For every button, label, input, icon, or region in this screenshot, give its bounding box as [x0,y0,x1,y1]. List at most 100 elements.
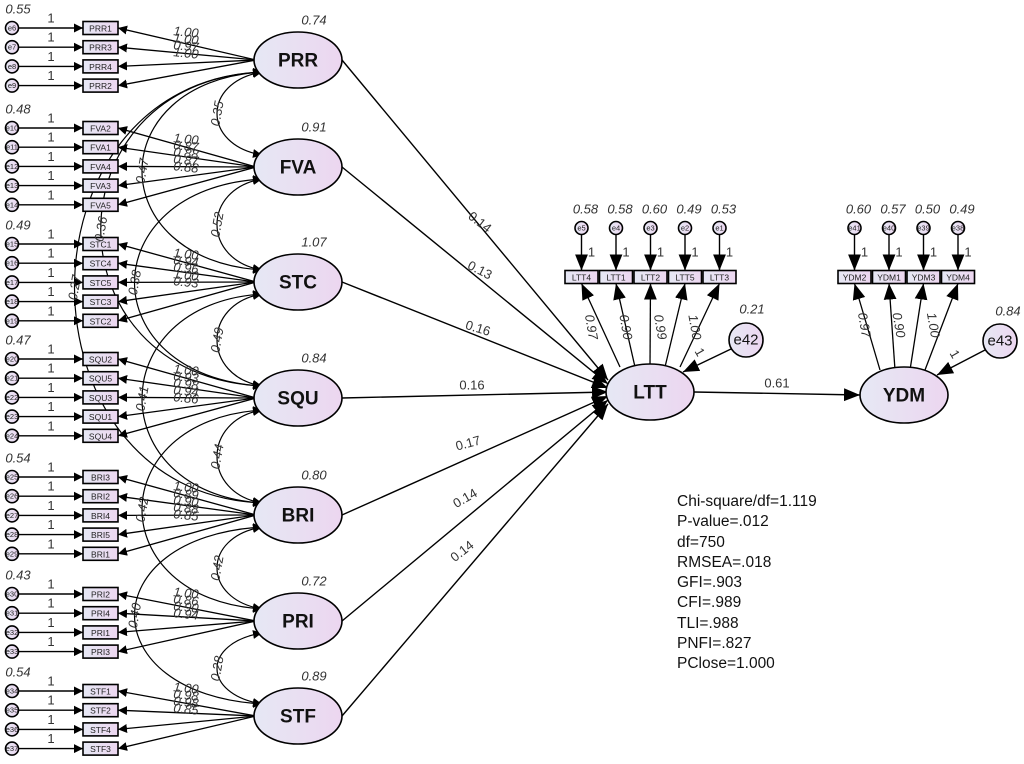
indicator-label: YDM3 [912,273,936,283]
error-weight-label: 1 [47,731,54,746]
error-circle [847,220,862,236]
error-label: e19 [6,316,19,325]
latent-stc [253,253,343,311]
indicator-label: FVA2 [90,124,111,134]
error-label: e35 [6,706,19,715]
indicator-label: SQU3 [89,393,112,403]
covariance-curve [141,68,263,274]
loading-label: 0.98 [173,686,200,704]
error-weight-label: 1 [47,479,54,494]
error-circle [4,197,20,213]
indicator-box [82,294,119,309]
disturbance-path [682,348,732,373]
latent-label: LTT [633,383,667,404]
loading-path [644,283,657,368]
indicator-box [667,269,703,285]
loading-label: 0.94 [173,605,200,623]
loading-label: 1.00 [173,584,200,602]
latent-label: SQU [277,389,318,410]
loading-label: 0.90 [173,598,200,616]
error-circle [4,469,20,485]
loading-path [117,688,257,717]
error-circle [950,220,966,236]
error-circle [4,370,20,386]
error-weight-label: 1 [47,577,54,592]
indicator-box [82,275,119,290]
loading-label: 0.99 [651,313,670,341]
error-weight-label: 1 [657,245,664,260]
loading-label: 0.88 [173,144,200,162]
error-label: e26 [6,492,19,501]
loading-label: 0.93 [173,368,200,386]
indicator-box [82,370,119,386]
error-variance-label: 0.50 [915,202,941,217]
error-label: e1 [715,224,723,233]
error-weight-label: 1 [47,265,54,280]
loading-path [613,283,636,368]
indicator-label: YDM2 [843,273,867,283]
loading-label: 1.00 [173,130,200,148]
error-weight-label: 1 [47,342,54,357]
error-label: e32 [6,628,19,637]
error-label: e21 [6,374,19,383]
error-weight-label: 1 [622,245,629,260]
error-weight-label: 1 [726,245,733,260]
error-weight-label: 1 [47,111,54,126]
fit-stat-chisq-df: Chi-square/df=1.119 [677,493,817,510]
loading-label: 1.00 [924,311,943,339]
error-variance-label: 0.58 [607,202,633,217]
error-circle [4,294,20,309]
error-circle [4,20,20,36]
indicator-label: FVA4 [90,162,111,172]
error-circle [712,220,727,236]
error-label: e24 [6,431,19,440]
indicator-label: STF1 [90,687,111,697]
indicator-label: SQU5 [89,374,112,384]
indicator-box [82,409,119,424]
indicator-box [702,269,737,285]
indicator-box [82,722,119,737]
indicator-label: STC5 [90,278,112,288]
indicator-box [82,469,119,485]
error-weight-label: 1 [47,596,54,611]
error-circle [4,78,20,93]
loading-path [909,283,928,371]
error-label: e5 [577,224,585,233]
error-circle [881,220,897,236]
indicator-box [82,78,119,93]
error-weight-label: 1 [47,187,54,202]
error-weight-label: 1 [47,68,54,83]
loading-label: 0.88 [173,158,200,176]
loading-label: 0.90 [616,313,635,341]
loading-path [664,283,688,368]
error-weight-label: 1 [47,693,54,708]
covariance-curve [216,291,263,389]
indicator-label: BRI1 [91,549,110,559]
error-circle [4,702,20,718]
indicator-label: LTT1 [606,273,625,283]
indicator-label: STF3 [90,744,111,754]
error-circle [4,644,20,659]
loading-label: 0.97 [855,311,874,339]
loading-label: 0.93 [173,273,200,291]
structural-path [341,166,609,385]
structural-path-label: 0.16 [459,378,484,393]
error-label: e6 [8,24,16,33]
latent-variance-label: 0.74 [301,13,326,28]
error-circle [4,527,20,542]
covariance-curve [216,69,263,158]
error-circle [4,313,20,329]
indicator-label: STF4 [90,725,111,735]
error-circle [4,683,20,699]
indicator-box [871,269,907,285]
error-weight-label: 1 [47,361,54,376]
indicator-box [564,269,599,285]
loading-path [117,25,257,61]
error-weight-label: 1 [964,245,971,260]
indicator-label: FVA5 [90,200,111,210]
latent-variance-label: 0.89 [301,669,326,684]
indicator-box [82,313,119,329]
covariance-label: 0.35 [207,99,226,127]
loading-label: 0.85 [173,700,200,718]
error-variance-label: 0.49 [949,202,974,217]
